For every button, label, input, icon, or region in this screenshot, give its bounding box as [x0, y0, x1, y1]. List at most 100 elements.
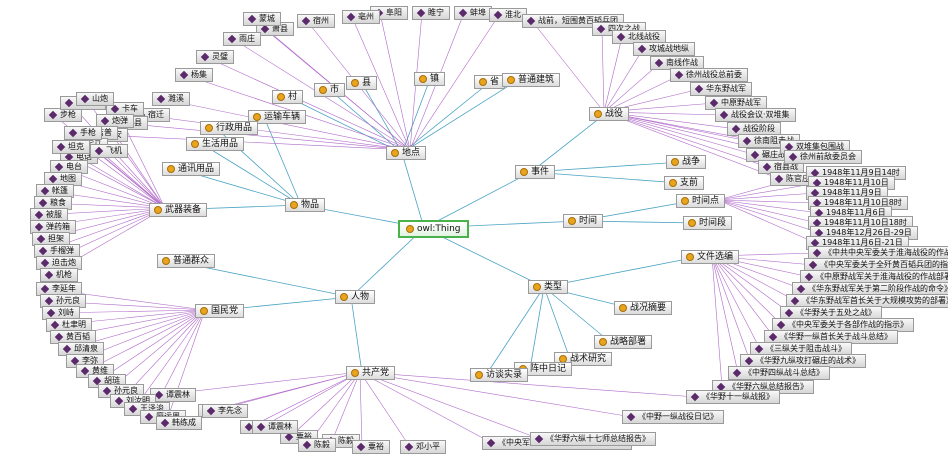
individual-node[interactable]: 宿州: [297, 14, 335, 28]
individual-node[interactable]: 韩练成: [156, 416, 202, 430]
individual-node[interactable]: 手枪: [64, 126, 102, 140]
class-node-zhandou[interactable]: 战况摘要: [614, 301, 673, 315]
class-node-zhiqian[interactable]: 支前: [664, 176, 705, 190]
individual-node[interactable]: 濉溪: [152, 92, 190, 106]
node-label: 1948年11月10日8时: [824, 198, 902, 207]
individual-node[interactable]: 徐州前敌委员会: [784, 150, 862, 164]
node-label: 陈毅: [314, 440, 330, 449]
class-node-wuqi[interactable]: 武器装备: [149, 203, 208, 217]
node-label: 北线战役: [628, 32, 660, 41]
class-node-guomindang[interactable]: 国民党: [195, 304, 245, 318]
individual-node[interactable]: 《华野十一纵战报》: [686, 390, 780, 404]
node-label: 徐南阻击战: [754, 136, 794, 145]
class-node-sheng[interactable]: 省: [474, 75, 506, 89]
individual-node[interactable]: 攻城战地纵: [633, 42, 695, 56]
individual-diamond-icon: [179, 70, 189, 80]
class-node-putongqunzhong[interactable]: 普通群众: [157, 254, 216, 268]
individual-diamond-icon: [694, 84, 704, 94]
node-label: 雨庄: [239, 34, 255, 43]
individual-diamond-icon: [784, 308, 794, 318]
class-circle-icon: [688, 219, 696, 227]
instance-edge: [359, 371, 363, 448]
class-node-zhanyi[interactable]: 战役: [589, 107, 630, 121]
individual-node[interactable]: 《华野六纵十七师总结报告》: [530, 432, 656, 446]
individual-node[interactable]: 坦克: [52, 140, 90, 154]
node-label: 省: [490, 77, 500, 87]
individual-node[interactable]: 灵璧: [196, 50, 234, 64]
class-circle-icon: [419, 75, 427, 83]
individual-node[interactable]: 亳州: [342, 10, 380, 24]
individual-node[interactable]: 睢宁: [412, 6, 450, 20]
individual-diamond-icon: [48, 174, 58, 184]
taxonomy-edge: [530, 161, 683, 173]
class-node-fangtan[interactable]: 访谈实录: [470, 368, 529, 382]
class-node-gongchandang[interactable]: 共产党: [346, 366, 396, 380]
class-node-shi[interactable]: 市: [314, 83, 346, 97]
class-node-zhanzheng[interactable]: 战争: [666, 155, 707, 169]
class-node-cun[interactable]: 村: [272, 90, 304, 104]
class-node-zhanlve[interactable]: 战略部署: [594, 335, 653, 349]
individual-node[interactable]: 谭震林: [150, 388, 196, 402]
class-node-shijian2[interactable]: 时间: [563, 214, 604, 228]
individual-diamond-icon: [144, 412, 154, 422]
individual-node[interactable]: 《中野四纵战斗总结》: [728, 366, 830, 380]
node-label: 县: [362, 78, 372, 88]
instance-edge: [603, 48, 644, 113]
individual-node[interactable]: 李先念: [202, 404, 248, 418]
individual-node[interactable]: 雨庄: [223, 32, 261, 46]
instance-edge: [141, 114, 411, 151]
instance-edge: [165, 309, 206, 424]
individual-node[interactable]: 机枪: [40, 268, 78, 282]
class-node-xian[interactable]: 县: [346, 76, 378, 90]
individual-diamond-icon: [40, 258, 50, 268]
class-circle-icon: [533, 283, 541, 291]
class-circle-icon: [594, 110, 602, 118]
node-label: 邳县: [126, 118, 142, 127]
class-node-shijian[interactable]: 事件: [515, 165, 556, 179]
individual-node[interactable]: 山炮: [76, 92, 114, 106]
individual-node[interactable]: 飞机: [90, 144, 128, 158]
node-label: 迫击炮: [52, 258, 76, 267]
individual-node[interactable]: 徐州战役总前委: [670, 68, 748, 82]
individual-node[interactable]: 陈毅: [298, 438, 336, 452]
node-label: 吉普: [96, 128, 112, 137]
class-node-wupin[interactable]: 物品: [285, 198, 326, 212]
node-label: 时间: [579, 216, 598, 226]
node-label: 胡琏: [104, 376, 120, 385]
instance-edge: [379, 12, 411, 151]
node-label: 萧县: [272, 24, 288, 33]
class-node-tongxun[interactable]: 通讯用品: [162, 162, 221, 176]
node-label: 韩练成: [172, 418, 196, 427]
individual-node[interactable]: 淮北: [489, 8, 527, 22]
individual-node[interactable]: 战役会议·双堆集: [715, 108, 796, 122]
class-node-shijiandian[interactable]: 时间点: [676, 194, 726, 208]
individual-node[interactable]: 步枪: [44, 108, 82, 122]
individual-diamond-icon: [44, 296, 54, 306]
class-node-xingzheng[interactable]: 行政用品: [200, 121, 259, 135]
individual-diamond-icon: [62, 344, 72, 354]
individual-node[interactable]: 《中野一纵战役日记》: [622, 410, 724, 424]
individual-node[interactable]: 杨集: [175, 68, 213, 82]
class-node-didian[interactable]: 地点: [386, 146, 427, 160]
node-label: 类型: [544, 282, 563, 292]
individual-diamond-icon: [346, 12, 356, 22]
class-node-yunshu[interactable]: 运输车辆: [248, 110, 307, 124]
individual-node[interactable]: 邓小平: [400, 440, 446, 454]
class-node-shenghuo[interactable]: 生活用品: [186, 137, 245, 151]
node-label: 战争: [682, 157, 701, 167]
class-node-zhen[interactable]: 镇: [414, 72, 446, 86]
individual-node[interactable]: 蚌埠: [454, 6, 492, 20]
individual-diamond-icon: [48, 110, 58, 120]
class-node-putong[interactable]: 普通建筑: [502, 73, 561, 87]
class-node-leixing[interactable]: 类型: [528, 280, 569, 294]
class-node-shijianduan[interactable]: 时间段: [683, 216, 733, 230]
individual-node[interactable]: 谭震林: [252, 420, 298, 434]
individual-node[interactable]: 粟裕: [352, 440, 390, 454]
class-node-renwu[interactable]: 人物: [335, 290, 376, 304]
root-node-owl-thing[interactable]: owl:Thing: [398, 220, 469, 238]
taxonomy-edge: [530, 171, 681, 184]
individual-node[interactable]: 华东野战军: [690, 82, 752, 96]
individual-node[interactable]: 刘峙: [42, 306, 80, 320]
class-node-wenjian[interactable]: 文件选编: [681, 250, 740, 264]
individual-node[interactable]: 蒙城: [243, 12, 281, 26]
